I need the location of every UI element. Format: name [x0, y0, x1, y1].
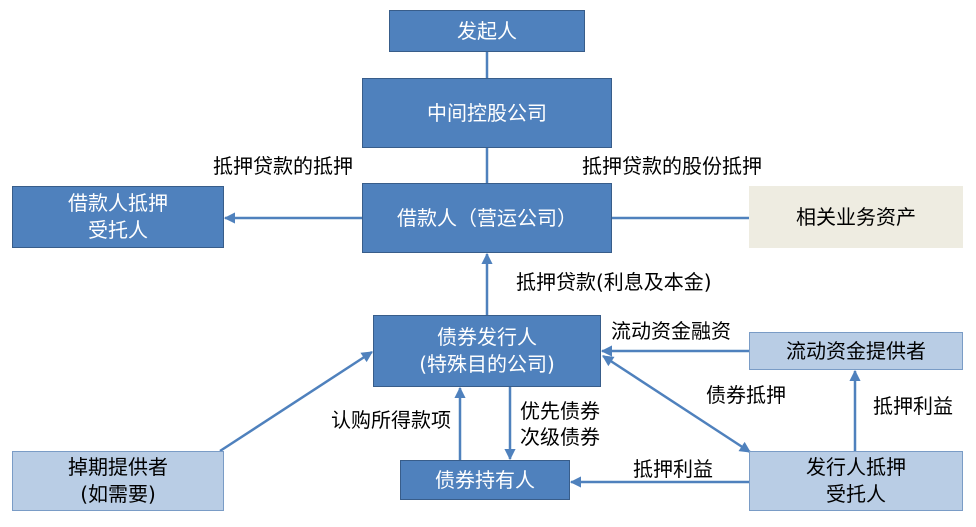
node-related-assets: 相关业务资产: [749, 186, 963, 248]
node-borrower: 借款人（营运公司）: [362, 183, 612, 253]
edge-label-bond-security: 债券抵押: [706, 383, 786, 407]
edge-label-loan-repayment: 抵押贷款(利息及本金): [516, 270, 712, 294]
node-borrower-label: 借款人（营运公司）: [397, 205, 577, 230]
node-swap-provider: 掉期提供者 (如需要): [12, 451, 224, 511]
edge-label-mortgage-security: 抵押贷款的抵押: [213, 154, 353, 178]
node-borrower-security-trustee: 借款人抵押 受托人: [12, 186, 224, 248]
node-swap-provider-line2: (如需要): [80, 482, 156, 506]
edge-label-subscription-proceeds: 认购所得款项: [331, 408, 451, 432]
edge-label-bonds-senior: 优先债券: [520, 399, 600, 423]
arrow-issuer-issuer-trustee-double: [602, 354, 751, 454]
edge-label-liquidity-facility: 流动资金融资: [611, 319, 731, 343]
node-holding-company: 中间控股公司: [362, 78, 612, 148]
edge-label-security-interest-right: 抵押利益: [873, 394, 953, 418]
node-liquidity-provider-label: 流动资金提供者: [786, 338, 926, 363]
node-issuer: 债券发行人 (特殊目的公司): [373, 315, 601, 387]
edge-label-bonds-junior: 次级债券: [520, 425, 600, 449]
node-issuer-security-trustee: 发行人抵押 受托人: [749, 451, 963, 511]
node-sponsor: 发起人: [389, 10, 585, 52]
node-related-assets-label: 相关业务资产: [796, 204, 916, 229]
edge-label-share-pledge: 抵押贷款的股份抵押: [582, 154, 762, 178]
node-issuer-security-trustee-line1: 发行人抵押: [806, 455, 906, 479]
node-issuer-line1: 债券发行人: [437, 325, 537, 349]
node-swap-provider-line1: 掉期提供者: [68, 455, 168, 479]
node-sponsor-label: 发起人: [457, 18, 517, 43]
node-borrower-security-trustee-line1: 借款人抵押: [68, 191, 168, 215]
node-liquidity-provider: 流动资金提供者: [749, 332, 963, 370]
node-borrower-security-trustee-line2: 受托人: [88, 218, 148, 242]
node-issuer-security-trustee-line2: 受托人: [826, 482, 886, 506]
node-bondholders: 债券持有人: [400, 460, 570, 500]
arrow-swap-to-issuer: [219, 350, 373, 453]
node-bondholders-label: 债券持有人: [435, 467, 535, 492]
edge-label-bonds: 优先债券 次级债券: [520, 398, 600, 450]
node-holding-company-label: 中间控股公司: [427, 100, 547, 125]
edge-label-security-interest-bottom: 抵押利益: [633, 457, 713, 481]
node-issuer-line2: (特殊目的公司): [419, 352, 555, 376]
